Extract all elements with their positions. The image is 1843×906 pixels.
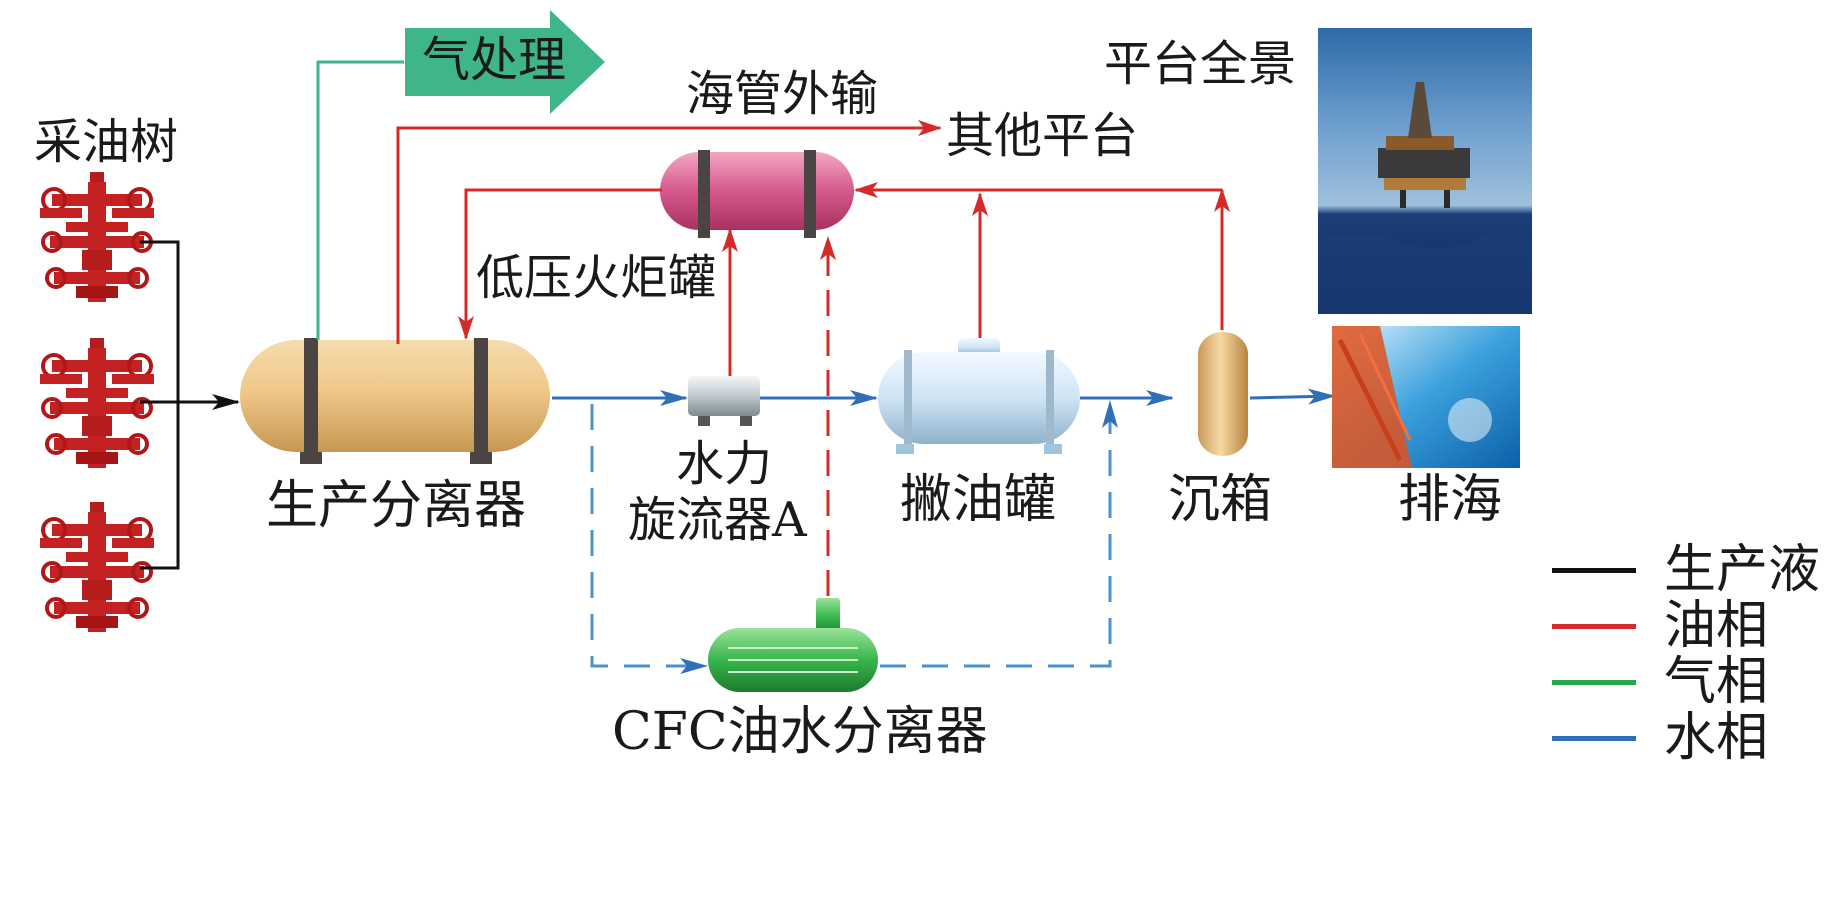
water-cfc-return-line [880, 400, 1118, 668]
caisson-label: 沉箱 [1168, 470, 1273, 530]
christmas-tree-icon-3 [38, 500, 156, 634]
legend-item-oil-phase: 油相 [1552, 594, 1842, 658]
oil-export-line [396, 120, 942, 344]
lp-flare-tank-vessel [660, 150, 854, 238]
water-bypass-line [590, 404, 708, 674]
cfc-separator-label: CFC油水分离器 [612, 702, 988, 762]
legend-label-water-phase: 水相 [1664, 708, 1769, 768]
cfc-separator-vessel [708, 598, 878, 692]
other-platform-label: 其他平台 [946, 108, 1139, 164]
legend-item-production-fluid: 生产液 [1552, 538, 1842, 602]
gas-treatment-label: 气处理 [422, 32, 567, 88]
legend-swatch-oil-phase [1552, 624, 1636, 629]
legend-item-gas-phase: 气相 [1552, 650, 1842, 714]
gas-line [316, 60, 404, 340]
hydrocyclone-label-line1: 水力 [676, 436, 773, 492]
christmas-tree-label: 采油树 [34, 114, 179, 170]
christmas-tree-icon-1 [38, 170, 156, 304]
skim-tank-vessel [878, 338, 1080, 454]
legend-swatch-gas-phase [1552, 680, 1636, 685]
lp-flare-tank-label: 低压火炬罐 [476, 250, 717, 306]
caisson-vessel [1198, 332, 1248, 456]
production-fluid-lines [140, 240, 240, 570]
oil-return-line [458, 188, 662, 340]
hydrocyclone-vessel [688, 376, 760, 426]
discharge-photo [1332, 326, 1520, 468]
production-separator-vessel [240, 338, 550, 464]
production-separator-label: 生产分离器 [266, 476, 527, 536]
legend-label-oil-phase: 油相 [1664, 596, 1769, 656]
gas-treatment-arrow [405, 10, 605, 114]
platform-view-label: 平台全景 [1104, 36, 1297, 92]
legend-label-gas-phase: 气相 [1664, 652, 1769, 712]
legend-item-water-phase: 水相 [1552, 706, 1842, 770]
hydrocyclone-label-line2: 旋流器A [628, 492, 807, 548]
platform-photo [1318, 28, 1532, 314]
pipeline-export-label: 海管外输 [686, 66, 879, 122]
water-line-4 [1249, 388, 1336, 405]
christmas-tree-icon-2 [38, 336, 156, 470]
legend-label-production-fluid: 生产液 [1664, 540, 1821, 600]
discharge-label: 排海 [1398, 470, 1503, 530]
legend-swatch-production-fluid [1552, 568, 1636, 573]
legend-swatch-water-phase [1552, 736, 1636, 741]
skim-tank-label: 撇油罐 [900, 470, 1057, 530]
